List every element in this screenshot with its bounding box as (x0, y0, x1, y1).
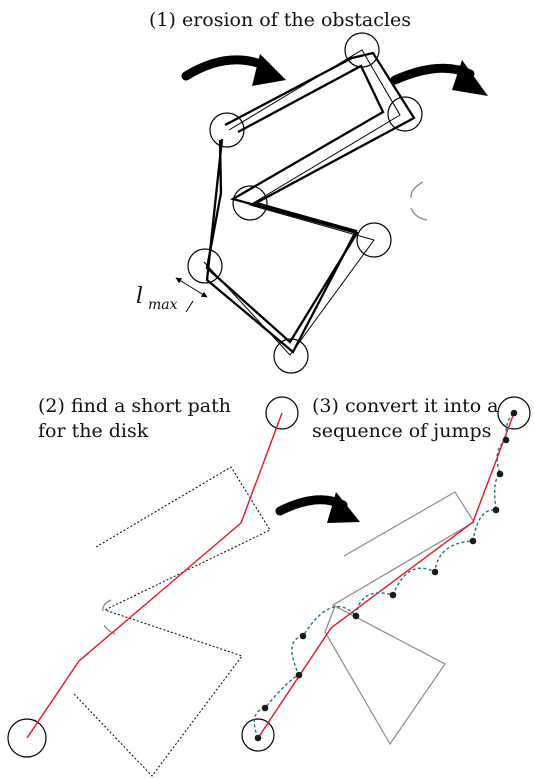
start-disk (241, 718, 275, 752)
vertex-disk (356, 222, 392, 258)
lmax-label: l (136, 284, 143, 309)
curved-arrow-left-icon (181, 54, 286, 86)
jump-point (295, 671, 303, 679)
curved-arrow-icon (275, 492, 360, 523)
eroded-obstacle-outer-edge (205, 51, 416, 354)
vertex-disk (209, 112, 245, 148)
jump-point (510, 409, 518, 417)
jump-point (389, 591, 397, 599)
panel-3-caption-line-1: (3) convert it into a (312, 395, 499, 417)
vertex-disk (273, 338, 309, 374)
short-path (26, 412, 283, 739)
goal-disk (497, 396, 531, 430)
vertex-disk (387, 96, 423, 132)
panel-2-caption-line-2: for the disk (38, 420, 149, 442)
obstacle-grey (324, 491, 475, 746)
jump-point (502, 436, 510, 444)
jump-point (352, 612, 360, 620)
eroded-obstacle-outline (205, 64, 385, 344)
eroded-obstacle-dotted (73, 466, 271, 777)
panel-2-caption-line-1: (2) find a short path (38, 395, 231, 417)
vertex-disk (187, 248, 223, 284)
lmax-dimension-arrow (175, 277, 208, 298)
panel-3-caption-line-2: sequence of jumps (312, 420, 491, 442)
panel-1: (1) erosion of the obstacles (136, 9, 488, 374)
panel-1-caption: (1) erosion of the obstacles (149, 9, 411, 31)
start-disk (7, 718, 47, 758)
panel-2: (2) find a short path for the disk (7, 395, 299, 777)
jump-point (261, 704, 269, 712)
jump-point (299, 632, 307, 640)
lmax-subscript: max (148, 297, 178, 313)
vertex-disk (344, 32, 380, 68)
clearance-arc (102, 599, 116, 635)
jump-point (469, 537, 477, 545)
jump-point (496, 470, 504, 478)
vertex-disk (232, 185, 268, 221)
jump-point (254, 734, 262, 742)
short-path (257, 412, 515, 739)
jump-point (431, 568, 439, 576)
lmax-leader-line (185, 300, 194, 313)
clearance-arc (410, 181, 428, 221)
original-obstacle-outline (203, 49, 401, 356)
goal-disk (265, 396, 299, 430)
jump-point (492, 506, 500, 514)
curved-arrow-right-icon (390, 60, 488, 96)
panel-3: (3) convert it into a sequence of jumps (241, 395, 531, 752)
